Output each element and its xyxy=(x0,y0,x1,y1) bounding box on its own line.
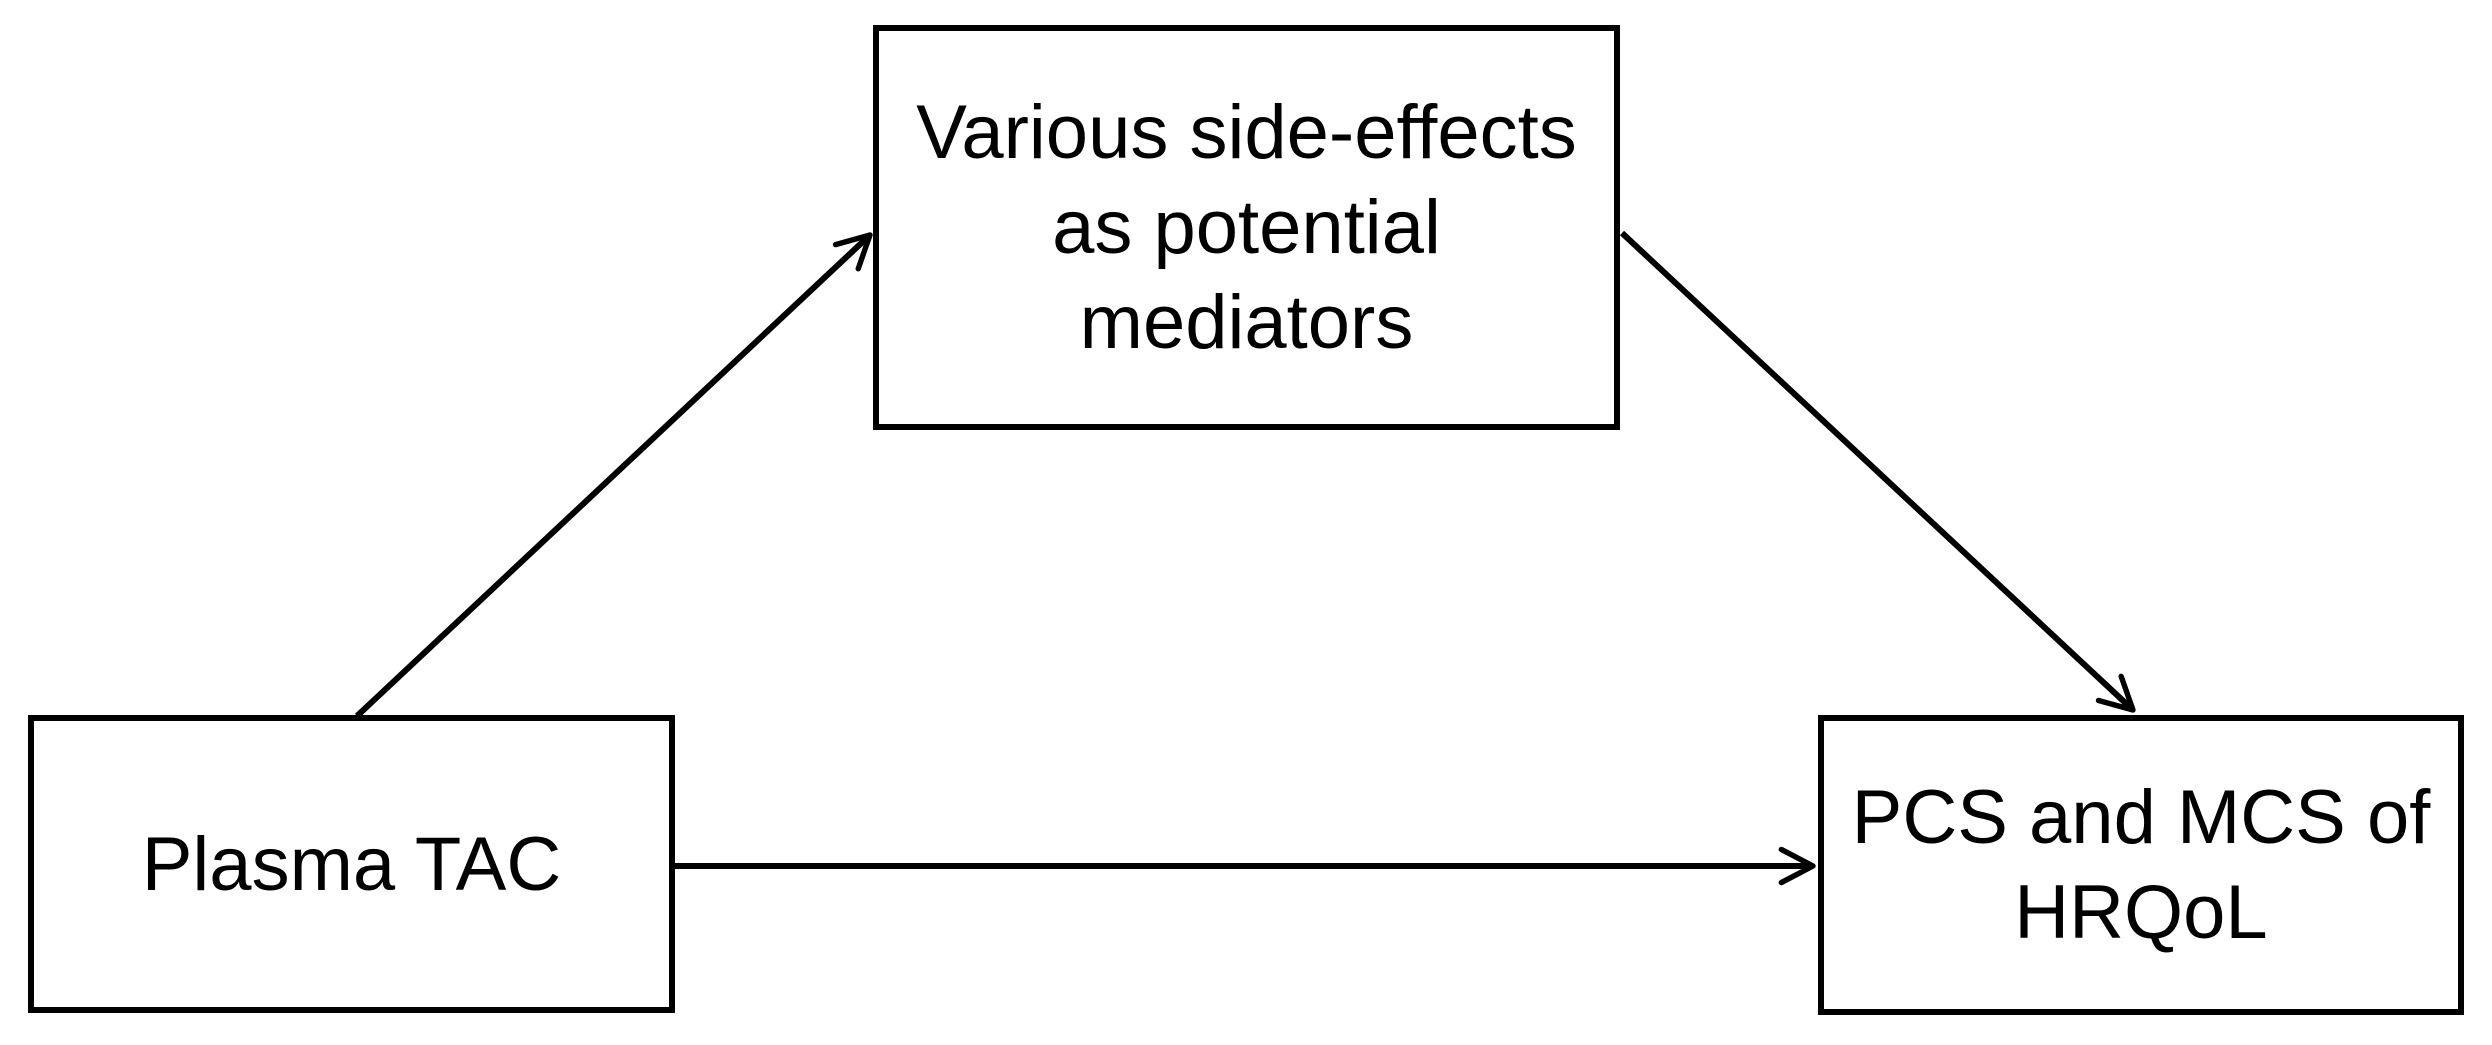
node-label-line: Various side-effects xyxy=(916,90,1577,175)
node-label-line: as potential xyxy=(1052,185,1441,270)
node-plasma-tac-box: Plasma TAC xyxy=(28,715,675,1013)
node-label-line: HRQoL xyxy=(2014,870,2268,955)
node-label-line: PCS and MCS of xyxy=(1851,775,2431,860)
node-label-line: mediators xyxy=(1079,280,1414,365)
node-label-line: Plasma TAC xyxy=(141,821,562,907)
arrow-mediators-to-hrqol xyxy=(1619,230,2136,713)
node-mediators-box: Various side-effects as potential mediat… xyxy=(873,25,1620,430)
arrow-plasma-to-mediators xyxy=(354,232,873,719)
node-hrqol-box: PCS and MCS of HRQoL xyxy=(1818,715,2464,1015)
